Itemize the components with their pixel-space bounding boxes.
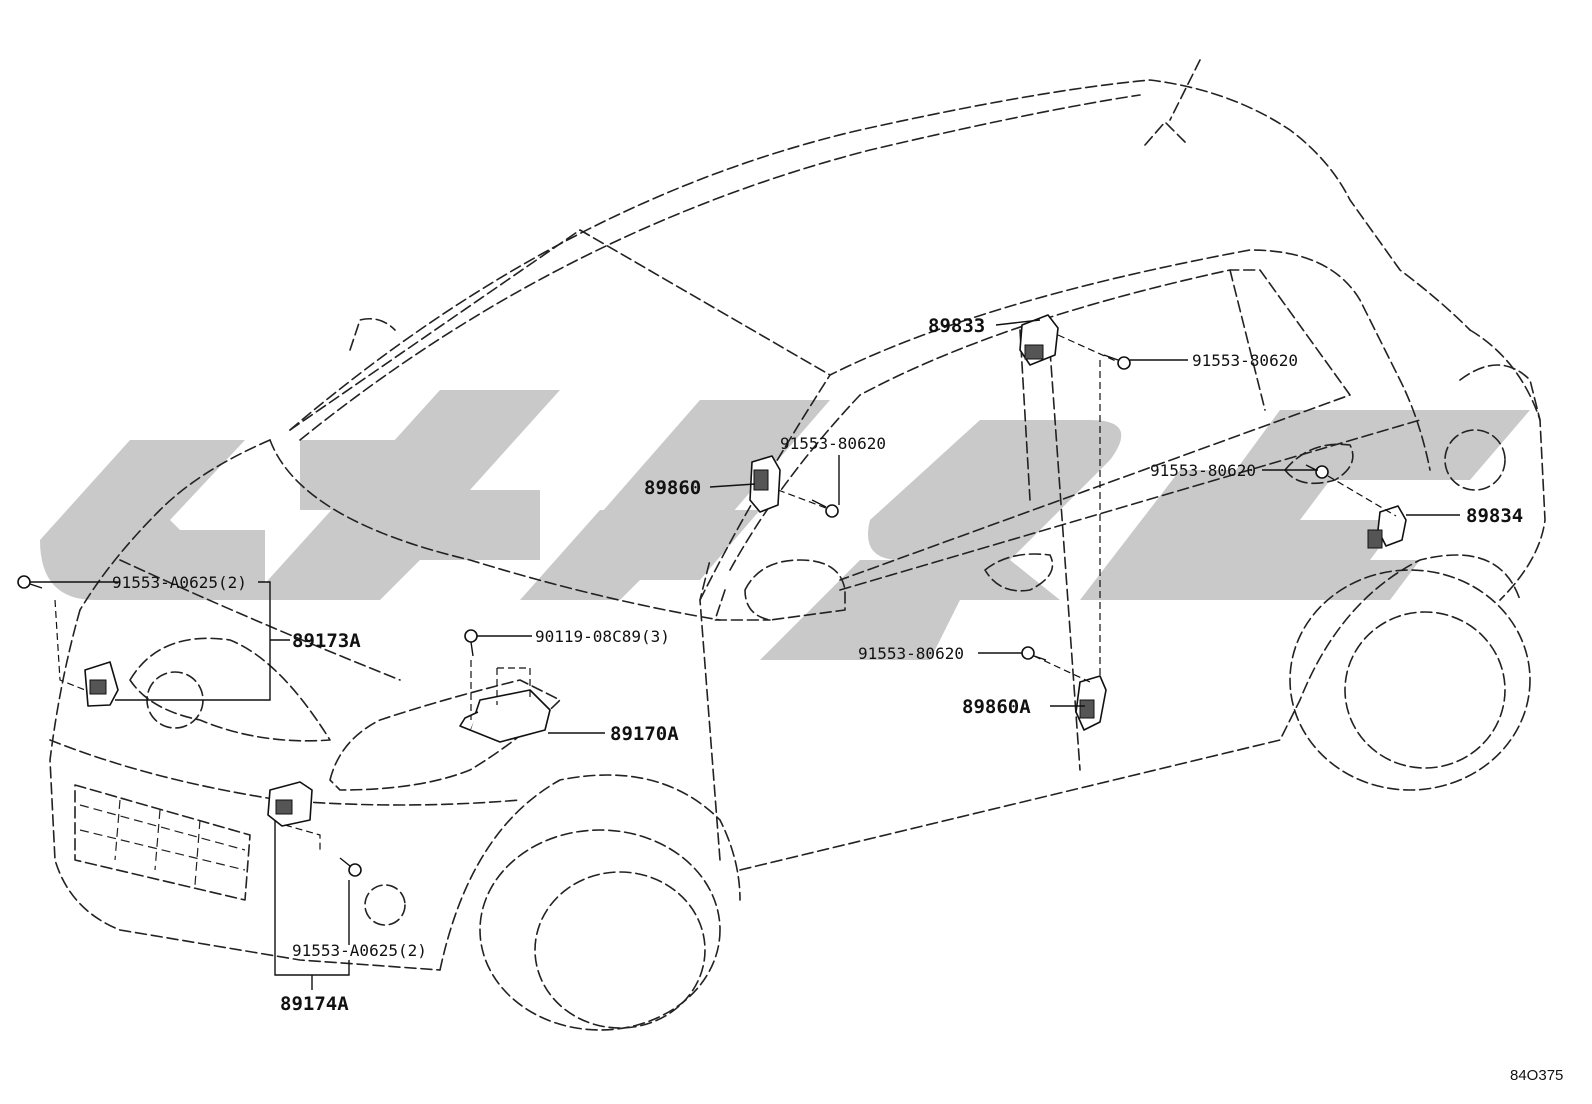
label-fastener-right: 91553-80620 <box>1150 461 1256 480</box>
label-89860: 89860 <box>644 477 701 499</box>
bolt-icon <box>464 629 478 657</box>
part-89833-sensor[interactable] <box>1019 314 1059 366</box>
label-89833: 89833 <box>928 315 985 337</box>
part-89860A-sensor[interactable] <box>1075 675 1107 731</box>
label-fastener-mirror: 91553-80620 <box>780 434 886 453</box>
bolt-icon <box>1103 354 1131 370</box>
label-89174A: 89174A <box>280 993 349 1015</box>
diagram-code: 84O375 <box>1510 1067 1563 1084</box>
bolt-icon <box>339 857 362 877</box>
label-fastener-front-lower: 91553-A0625(2) <box>292 941 427 960</box>
label-89173A: 89173A <box>292 630 361 652</box>
leader-lines <box>30 319 1460 990</box>
bolt-icon <box>811 499 839 518</box>
bolt-icons <box>17 354 1329 877</box>
label-89834: 89834 <box>1466 505 1523 527</box>
label-fastener-module: 90119-08C89(3) <box>535 627 670 646</box>
label-89170A: 89170A <box>610 723 679 745</box>
bolt-icon <box>1021 646 1047 661</box>
label-fastener-lower: 91553-80620 <box>858 644 964 663</box>
part-89170A-module[interactable] <box>459 689 551 743</box>
label-fastener-upper: 91553-80620 <box>1192 351 1298 370</box>
part-89860-sensor[interactable] <box>749 455 781 513</box>
bolt-icon <box>1305 464 1329 479</box>
label-fastener-front-upper: 91553-A0625(2) <box>112 573 247 592</box>
part-labels: 89833 89860 89834 89173A 89170A 89860A 8… <box>112 315 1563 1084</box>
label-89860A: 89860A <box>962 696 1031 718</box>
part-89173A-sensor[interactable] <box>84 661 119 707</box>
part-89174A-sensor[interactable] <box>267 781 313 827</box>
watermark-logo <box>40 390 1530 660</box>
part-89834-sensor[interactable] <box>1367 505 1407 549</box>
